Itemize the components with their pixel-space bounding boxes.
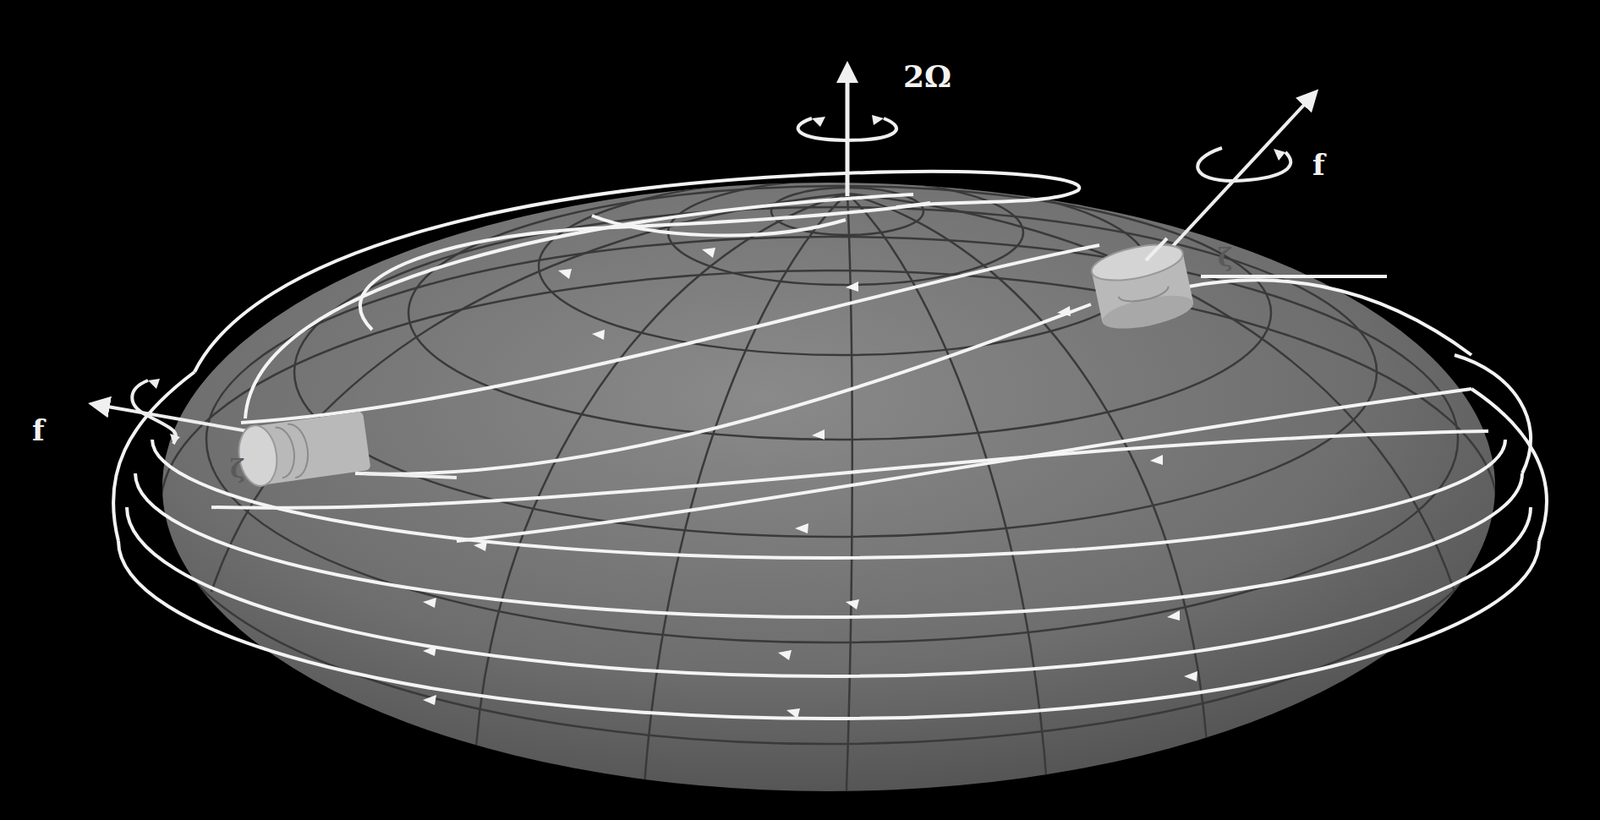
vorticity-label: f: [32, 416, 45, 445]
rotation-axis: [798, 65, 897, 197]
sphere: [162, 182, 1496, 792]
vortex-tube: [1088, 93, 1316, 335]
flow-arrowheads: [422, 247, 1198, 719]
zeta-label: ζ: [1217, 245, 1233, 271]
grid: [160, 177, 1497, 812]
vortex-tube: [93, 378, 457, 489]
streamlines: [113, 171, 1547, 719]
rotation-label: 2Ω: [903, 60, 952, 92]
zeta-label: ζ: [230, 456, 246, 483]
vorticity-label: f: [1312, 150, 1326, 180]
